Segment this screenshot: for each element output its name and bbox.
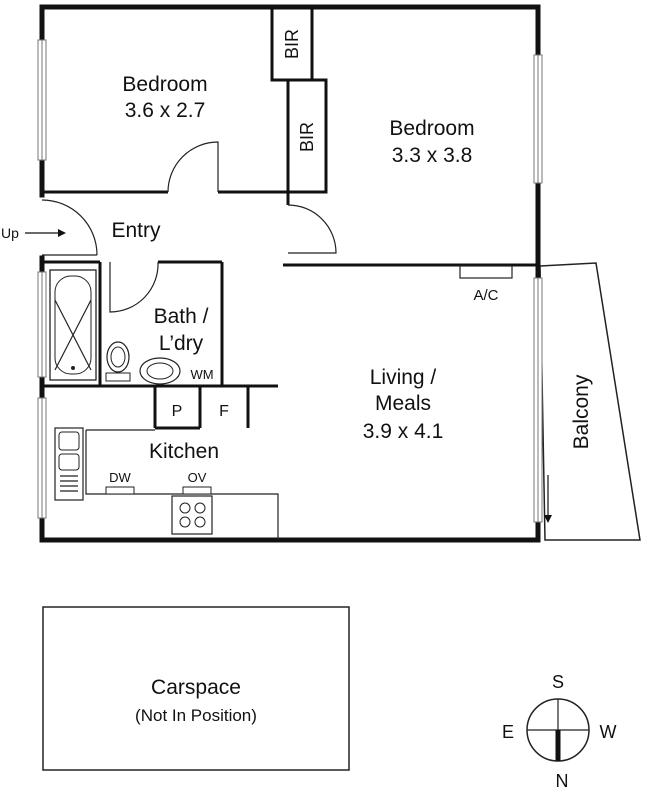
ac-unit (459, 265, 513, 279)
bath-label-line2: L’dry (159, 332, 204, 355)
compass-south: S (552, 672, 564, 692)
interior-walls (42, 6, 538, 430)
balcony-label: Balcony (570, 374, 593, 449)
kitchen-bench (85, 429, 279, 540)
bir-2 (286, 78, 328, 194)
wm-label: WM (190, 367, 213, 382)
compass-west: W (600, 722, 617, 742)
entry-arrow (25, 229, 66, 237)
living-label-line2: Meals (375, 392, 431, 415)
oven-marker (182, 486, 212, 495)
cooktop (171, 495, 213, 535)
bir-1 (270, 6, 314, 82)
balcony-door-arrow (544, 475, 552, 523)
carspace-label: Carspace (151, 676, 241, 699)
balcony-outline (539, 262, 641, 541)
bath-label-line1: Bath / (154, 305, 209, 328)
compass-north: N (556, 771, 569, 791)
bedroom2-size: 3.3 x 3.8 (392, 144, 473, 167)
ac-label: A/C (473, 287, 498, 304)
kitchen-sink (54, 427, 84, 501)
compass (526, 698, 590, 762)
bathtub (49, 269, 97, 381)
bedroom2-name: Bedroom (389, 117, 474, 140)
dw-label: DW (109, 470, 131, 485)
fridge-label: F (219, 403, 229, 420)
compass-east: E (502, 722, 514, 742)
entry-up-label: Up (1, 225, 19, 241)
basin (139, 357, 181, 385)
toilet (105, 341, 131, 382)
dishwasher-marker (105, 486, 135, 495)
bir1-label: BIR (282, 29, 302, 59)
carspace-note: (Not In Position) (135, 706, 257, 725)
bedroom1-size: 3.6 x 2.7 (125, 99, 206, 122)
living-size: 3.9 x 4.1 (363, 420, 444, 443)
doors (41, 141, 337, 313)
pantry-label: P (172, 403, 183, 420)
bedroom1-name: Bedroom (122, 73, 207, 96)
bir2-label: BIR (297, 122, 317, 152)
carspace-outline (42, 606, 350, 771)
ov-label: OV (188, 470, 207, 485)
entry-label: Entry (111, 219, 161, 242)
living-label-line1: Living / (370, 366, 437, 389)
kitchen-label: Kitchen (149, 440, 219, 463)
windows (37, 39, 543, 523)
